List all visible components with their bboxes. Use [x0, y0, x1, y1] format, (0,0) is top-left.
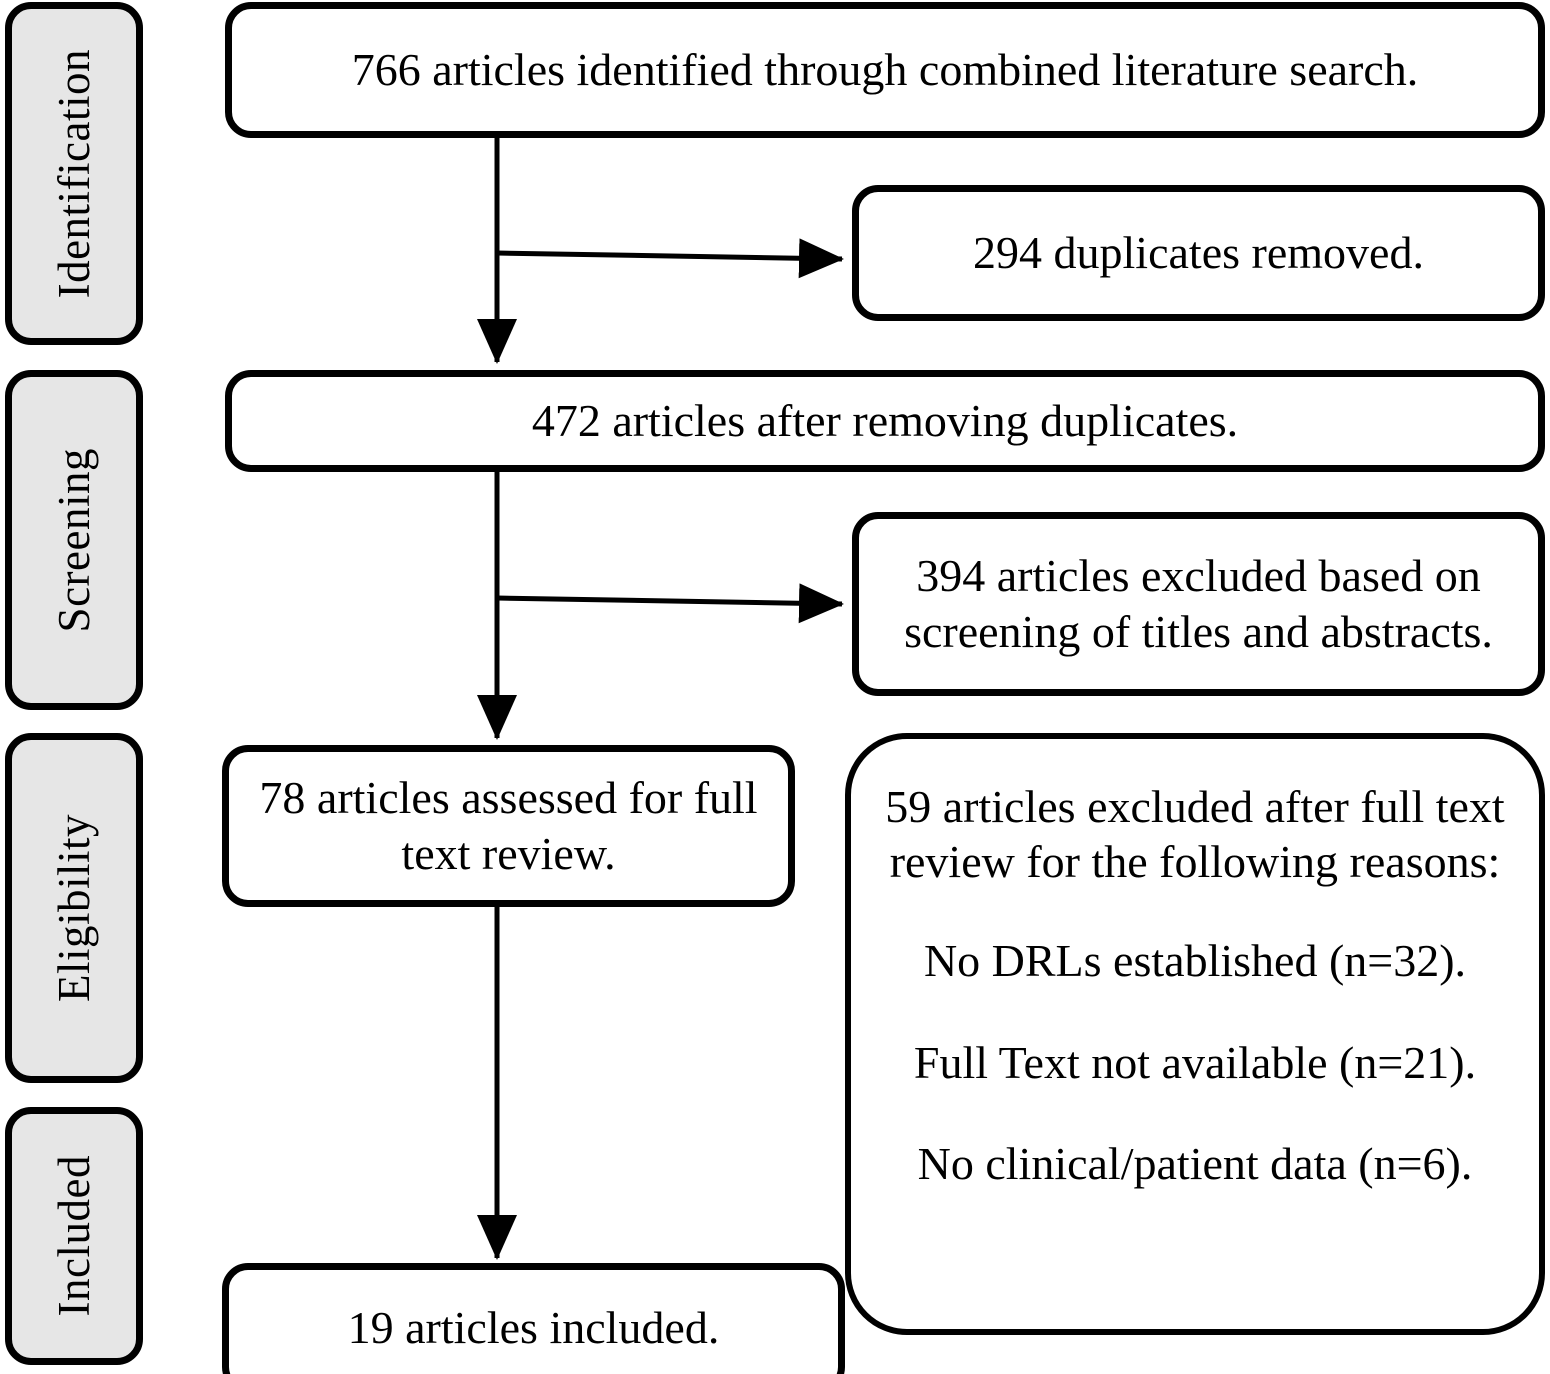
exclusion-reason-stack: 59 articles excluded after full text rev…: [851, 739, 1539, 1191]
node-included: 19 articles included.: [222, 1263, 845, 1374]
stage-box-screening: Screening: [5, 370, 143, 710]
edge-identified-to-duplicates-removed: [496, 238, 844, 279]
node-identified-text: 766 articles identified through combined…: [351, 43, 1419, 95]
node-full-text-excluded-heading: 59 articles excluded after full text rev…: [885, 781, 1505, 888]
stage-box-included: Included: [5, 1107, 143, 1365]
node-screened-excluded: 394 articles excluded based on screening…: [852, 512, 1545, 696]
node-after-duplicates-text: 472 articles after removing duplicates.: [531, 394, 1239, 446]
stage-box-eligibility: Eligibility: [5, 733, 143, 1083]
node-full-text-assessed-text: 78 articles assessed for full text revie…: [259, 771, 758, 879]
exclusion-reason-no-full-text: Full Text not available (n=21).: [913, 1036, 1477, 1088]
node-screened-excluded-text: 394 articles excluded based on screening…: [904, 549, 1493, 657]
node-included-text: 19 articles included.: [347, 1301, 720, 1353]
edge-after-duplicates-to-screened-excluded: [496, 583, 844, 624]
stage-label-screening: Screening: [48, 447, 99, 633]
node-duplicates-removed: 294 duplicates removed.: [852, 185, 1545, 321]
exclusion-reason-no-clinical-data: No clinical/patient data (n=6).: [917, 1137, 1473, 1189]
node-after-duplicates: 472 articles after removing duplicates.: [225, 370, 1545, 472]
exclusion-reason-no-drls: No DRLs established (n=32).: [923, 935, 1467, 987]
stage-label-included: Included: [48, 1155, 99, 1317]
stage-label-eligibility: Eligibility: [48, 813, 99, 1002]
node-identified: 766 articles identified through combined…: [225, 2, 1545, 138]
stage-box-identification: Identification: [5, 2, 143, 345]
node-duplicates-removed-text: 294 duplicates removed.: [973, 226, 1424, 278]
stage-label-identification: Identification: [48, 48, 99, 299]
node-full-text-assessed: 78 articles assessed for full text revie…: [222, 745, 795, 907]
node-full-text-excluded: 59 articles excluded after full text rev…: [845, 733, 1545, 1335]
